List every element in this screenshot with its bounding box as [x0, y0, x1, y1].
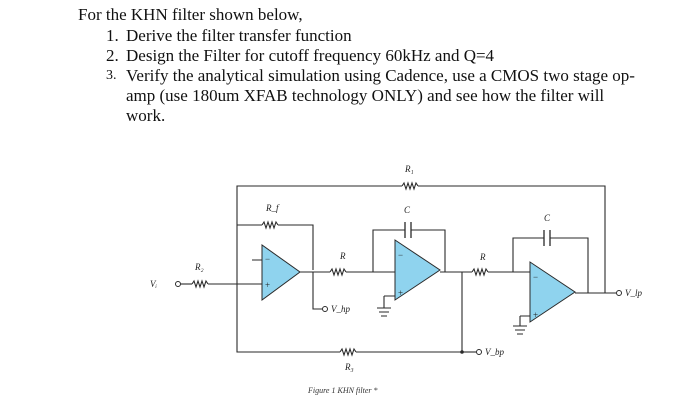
- input-terminal-vi: [175, 281, 181, 287]
- opamp-1: [261, 244, 301, 301]
- resistor-r-int2: [471, 268, 489, 276]
- opamp-3-ground-wire: [519, 315, 530, 326]
- terminal-vlp: [616, 290, 622, 296]
- task-number: 3.: [106, 68, 117, 83]
- opamp-3: [529, 261, 576, 323]
- task-text: Derive the filter transfer function: [126, 26, 352, 45]
- label-r3: R₃: [344, 362, 354, 372]
- c1-wire-left: [372, 229, 405, 272]
- label-r-int2: R: [479, 252, 486, 262]
- label-c2: C: [544, 213, 551, 223]
- label-vhp: V_hp: [331, 304, 350, 314]
- c1-wire-right: [411, 229, 446, 272]
- label-r-int1: R: [339, 251, 346, 261]
- label-rf: R_f: [265, 203, 280, 213]
- label-r1: R₁: [404, 164, 414, 174]
- c2-wire-left: [512, 237, 544, 272]
- resistor-rf: [261, 221, 279, 229]
- r1-feedback-wire-right: [418, 185, 606, 293]
- label-c1: C: [404, 205, 411, 215]
- opamp-2-plus: +: [398, 288, 403, 298]
- task-list: 1. Derive the filter transfer function 2…: [78, 26, 638, 126]
- figure-caption: Figure 1 KHN filter *: [307, 386, 377, 395]
- label-vlp: V_lp: [625, 288, 642, 298]
- label-r2: R₂: [194, 262, 204, 272]
- opamp-1-minus: −: [265, 254, 270, 264]
- ground-icon: [377, 307, 391, 317]
- r1-feedback-wire-left: [236, 185, 402, 284]
- task-item: 3. Verify the analytical simulation usin…: [78, 66, 638, 126]
- resistor-r1: [401, 182, 419, 190]
- label-vi: Vᵢ: [150, 279, 157, 289]
- resistor-r3: [339, 348, 357, 356]
- opamp-2-minus: −: [398, 250, 403, 260]
- task-item: 1. Derive the filter transfer function: [78, 26, 638, 46]
- rf-wire-right: [278, 224, 314, 270]
- c2-wire-right: [550, 237, 589, 293]
- opamp-3-plus: +: [533, 310, 538, 320]
- resistor-r2: [191, 280, 209, 288]
- vhp-wire: [312, 272, 322, 310]
- problem-statement: For the KHN filter shown below, 1. Deriv…: [78, 5, 638, 126]
- task-number: 1.: [106, 26, 119, 45]
- opamp-1-inputs: [252, 259, 262, 285]
- task-item: 2. Design the Filter for cutoff frequenc…: [78, 46, 638, 66]
- opamp-1-plus: +: [265, 280, 270, 290]
- opamp-2-ground-wire: [383, 295, 395, 308]
- r3-wire-left: [236, 284, 340, 353]
- label-vbp: V_bp: [485, 347, 504, 357]
- task-number: 2.: [106, 46, 119, 65]
- problem-heading: For the KHN filter shown below,: [78, 5, 303, 24]
- task-text: Verify the analytical simulation using C…: [126, 66, 635, 125]
- terminal-vhp: [322, 306, 328, 312]
- task-text: Design the Filter for cutoff frequency 6…: [126, 46, 495, 65]
- terminal-vbp: [476, 349, 482, 355]
- opamp-3-minus: −: [533, 272, 538, 282]
- opamp-2: [394, 239, 441, 301]
- ground-icon: [513, 325, 527, 335]
- resistor-r-int1: [329, 268, 347, 276]
